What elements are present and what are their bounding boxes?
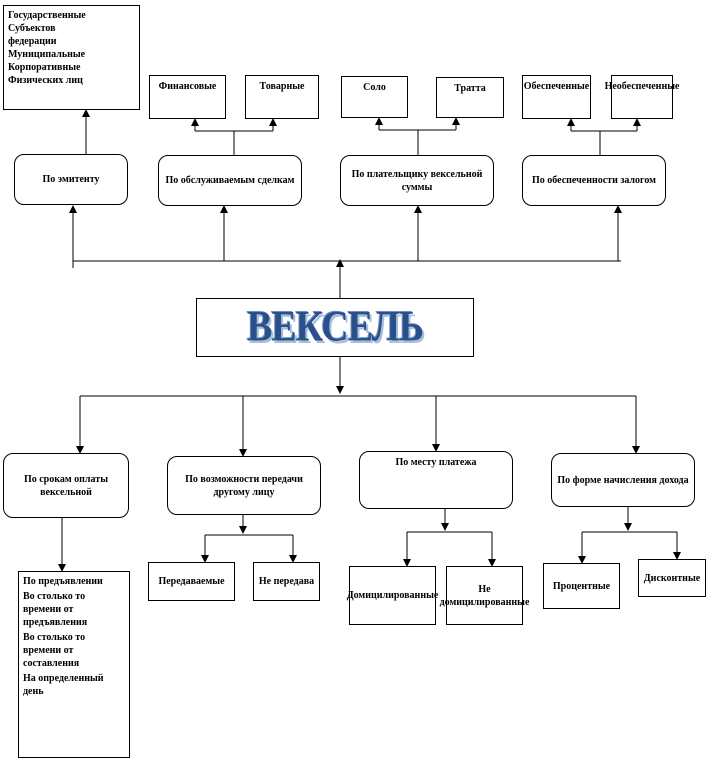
child-solo: Соло — [341, 76, 408, 118]
issuer-item: Муниципальные — [8, 49, 86, 60]
category-terms: По срокам оплаты вексельной — [3, 453, 129, 518]
category-payer: По плательщику вексельной суммы — [340, 155, 494, 206]
category-issuer: По эмитенту — [14, 154, 128, 205]
category-income: По форме начисления дохода — [551, 453, 695, 507]
category-place: По месту платежа — [359, 451, 513, 509]
issuer-item: Физических лиц — [8, 75, 83, 86]
terms-item: На определенный день — [23, 673, 104, 697]
title-text: ВЕКСЕЛЬ — [246, 302, 424, 351]
issuer-list-box: Государственные Субъектов федерации Муни… — [3, 5, 140, 110]
terms-list-box: По предъявлении Во столько то времени от… — [18, 571, 130, 758]
category-transfer: По возможности передачи другому лицу — [167, 456, 321, 515]
child-domiciled: Домицилированные — [347, 566, 438, 625]
issuer-item: Субъектов — [8, 23, 56, 34]
child-non-domiciled: Не домицилированные — [440, 566, 529, 625]
child-commodity: Товарные — [245, 75, 319, 119]
issuer-item: Корпоративные — [8, 62, 81, 73]
category-collateral: По обеспеченности залогом — [522, 155, 666, 206]
child-discount: Дисконтные — [638, 559, 706, 597]
terms-item: Во столько то времени от предъявления — [23, 591, 88, 628]
issuer-item: Государственные — [8, 10, 86, 21]
child-transferable: Передаваемые — [148, 562, 235, 601]
child-interest: Процентные — [543, 563, 620, 609]
title-box: ВЕКСЕЛЬ — [196, 298, 474, 357]
child-non-transferable: Не передава — [253, 562, 320, 601]
child-secured: Обеспеченные — [522, 75, 591, 119]
issuer-item: федерации — [8, 36, 57, 47]
terms-item: По предъявлении — [23, 576, 103, 587]
child-unsecured: Необеспеченные — [605, 75, 679, 119]
terms-item: Во столько то времени от составления — [23, 632, 86, 669]
category-transactions: По обслуживаемым сделкам — [158, 155, 302, 206]
child-financial: Финансовые — [149, 75, 226, 119]
child-tratta: Тратта — [436, 77, 504, 118]
